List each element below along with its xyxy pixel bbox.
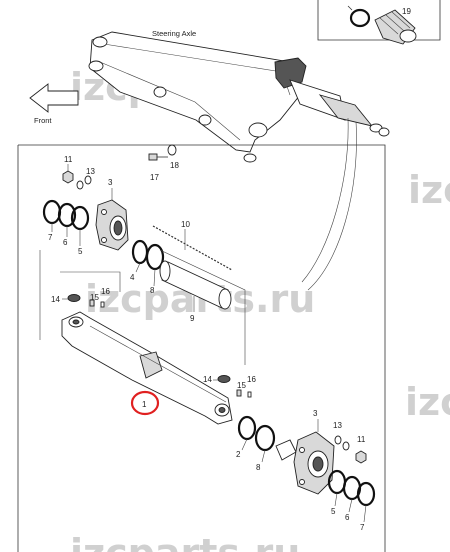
- gland-housing-3-left-icon: [95, 199, 129, 251]
- callout-10: 10: [181, 220, 190, 229]
- callout-18: 18: [170, 161, 179, 170]
- grease-fitting-15-right-icon: [236, 389, 242, 397]
- washer-13-left-icon: [84, 175, 92, 185]
- gland-housing-3-right-icon: [293, 431, 335, 495]
- callout-13-left: 13: [86, 167, 95, 176]
- nut-11-right-icon: [355, 450, 367, 464]
- callout-15-right: 15: [237, 381, 246, 390]
- ring-7-left-icon: [42, 199, 62, 225]
- cap-14-right-icon: [217, 375, 231, 383]
- tube-9-icon: [159, 260, 232, 310]
- callout-5-right: 5: [331, 507, 336, 516]
- callout-15-left: 15: [90, 293, 99, 302]
- callout-8-left: 8: [150, 286, 155, 295]
- ring-8-right-icon: [254, 424, 276, 452]
- inset-box: 19: [317, 0, 441, 45]
- callout-1: 1: [142, 400, 147, 409]
- leader-lines: [51, 164, 367, 523]
- callout-14-right: 14: [203, 375, 212, 384]
- bolt-17-icon: [148, 153, 168, 161]
- highlight-ring: [130, 390, 160, 416]
- callout-11-right: 11: [357, 435, 366, 444]
- cylinder-body-1-icon: [61, 311, 233, 425]
- callout-13-right: 13: [333, 421, 342, 430]
- boot-bellows-icon: [374, 9, 417, 45]
- callout-17: 17: [150, 173, 159, 182]
- piston-rod-10-icon: [152, 225, 233, 271]
- plug-16-right-icon: [247, 391, 252, 398]
- cylinder-exploded-box: 11 13 7 6 5 3: [17, 144, 386, 552]
- callout-3-right: 3: [313, 409, 318, 418]
- front-label: Front: [34, 116, 52, 125]
- snap-ring-icon: [347, 5, 371, 28]
- watermark-layer: izcparts.ru izcparts.ru izc izc izcparts…: [70, 65, 450, 552]
- callout-4: 4: [130, 273, 135, 282]
- watermark-partial-text: izc: [405, 380, 450, 424]
- ring-7-right-icon: [356, 481, 376, 507]
- bushing-right-icon: [275, 439, 297, 461]
- washer-13-right-icon: [334, 435, 342, 445]
- cap-14-left-icon: [67, 294, 81, 302]
- callout-6-right: 6: [345, 513, 350, 522]
- callout-16-right: 16: [247, 375, 256, 384]
- callout-5-left: 5: [78, 247, 83, 256]
- callout-7-right: 7: [360, 523, 365, 532]
- watermark-partial-text: izc: [408, 168, 450, 212]
- callout-11-left: 11: [64, 155, 73, 164]
- highlight-callout-1: 1: [130, 390, 160, 416]
- callout-16-left: 16: [101, 287, 110, 296]
- callout-3-left: 3: [108, 178, 113, 187]
- callout-9: 9: [190, 314, 195, 323]
- washer-18-icon: [167, 144, 177, 156]
- front-direction-arrow: Front: [29, 83, 79, 125]
- grease-fitting-15-left-icon: [89, 299, 95, 307]
- callout-6-left: 6: [63, 238, 68, 247]
- washer-12-right-icon: [342, 441, 350, 451]
- plug-16-left-icon: [100, 301, 105, 308]
- bushing-4-icon: [131, 239, 149, 265]
- axle-label: Steering Axle: [152, 29, 196, 38]
- callout-7-left: 7: [48, 233, 53, 242]
- callout-8-right: 8: [256, 463, 261, 472]
- callout-2: 2: [236, 450, 241, 459]
- steering-axle-assembly: Steering Axle 17 18: [88, 29, 390, 291]
- callout-14-left: 14: [51, 295, 60, 304]
- callout-19: 19: [402, 7, 411, 16]
- watermark-text: izcparts.ru: [70, 531, 300, 552]
- ring-5-right-icon: [327, 469, 347, 495]
- nut-11-left-icon: [62, 170, 74, 184]
- ring-2-icon: [237, 415, 257, 441]
- washer-12-left-icon: [76, 180, 84, 190]
